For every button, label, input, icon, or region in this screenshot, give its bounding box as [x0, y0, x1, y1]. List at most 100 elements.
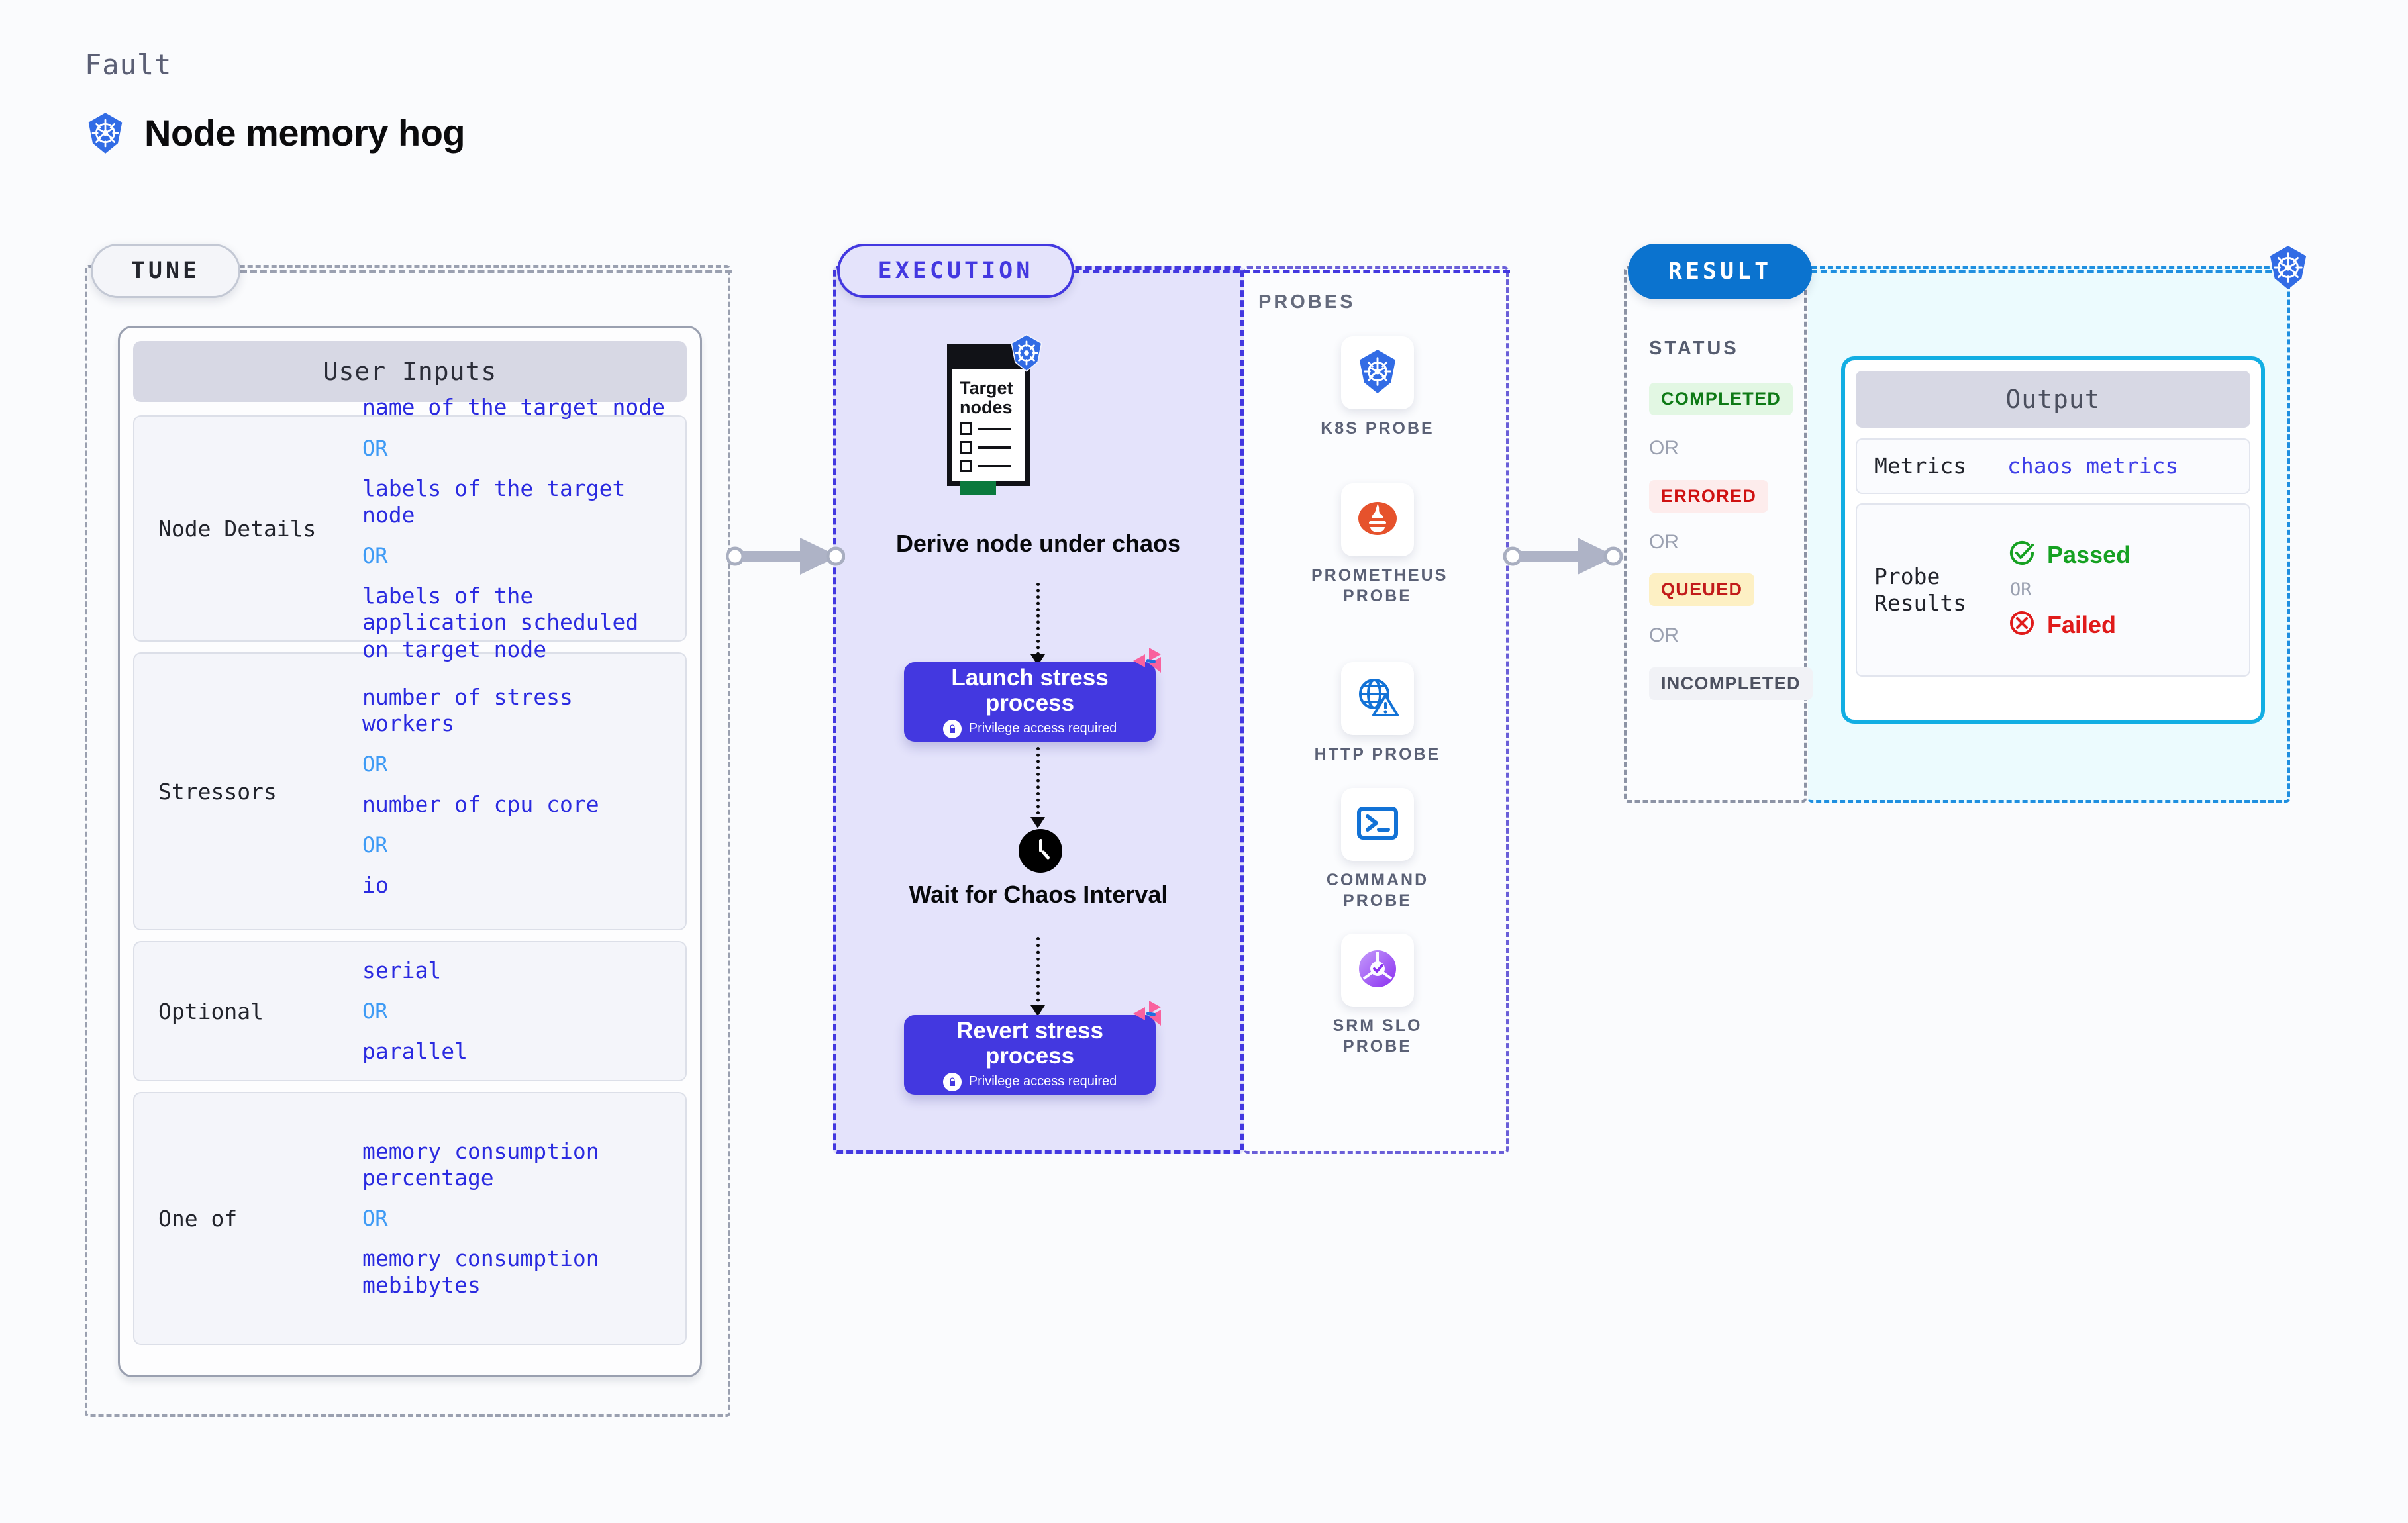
- checkbox-icon: [960, 422, 972, 436]
- kubernetes-icon: [86, 112, 125, 154]
- checkbox-row: [960, 441, 1017, 454]
- tune-row-stressors: Stressors number of stress workers OR nu…: [133, 652, 687, 930]
- status-badge-completed: COMPLETED: [1649, 383, 1793, 415]
- result-pill-label: RESULT: [1668, 258, 1772, 285]
- result-pill[interactable]: RESULT: [1628, 244, 1812, 299]
- status-badge-queued: QUEUED: [1649, 573, 1755, 606]
- checkbox-row: [960, 460, 1017, 473]
- flow-connector: [1036, 747, 1040, 821]
- check-circle-icon: [2007, 538, 2036, 571]
- probe-k8s[interactable]: K8S PROBE: [1311, 336, 1444, 439]
- probe-prometheus[interactable]: PROMETHEUS PROBE: [1311, 483, 1448, 607]
- or-separator: OR: [1649, 531, 1679, 553]
- arrow-head-icon: [1030, 817, 1045, 828]
- step-title: Launch stress process: [951, 665, 1109, 716]
- probe-result-passed: Passed: [2007, 538, 2241, 571]
- execution-lead-line: [1073, 270, 1510, 273]
- kubernetes-icon: [2268, 245, 2309, 293]
- terminal-icon: [1356, 805, 1399, 844]
- value-item: memory consumption mebibytes: [362, 1246, 599, 1299]
- probe-icon-tile: [1341, 662, 1414, 735]
- or-separator: OR: [362, 999, 388, 1024]
- or-separator: OR: [1649, 437, 1679, 459]
- step-caption-derive-node: Derive node under chaos: [895, 530, 1181, 557]
- globe-warning-icon: [1356, 677, 1399, 721]
- lock-icon: [942, 719, 962, 738]
- tune-row-optional: Optional serial OR parallel: [133, 941, 687, 1081]
- status-title: STATUS: [1649, 338, 1739, 359]
- checkbox-row: [960, 422, 1017, 436]
- step-launch-stress-process[interactable]: Launch stress process Privilege access r…: [904, 648, 1161, 742]
- value-item: labels of the application scheduled on t…: [362, 583, 639, 662]
- status-label: QUEUED: [1661, 579, 1743, 599]
- probe-result-failed: Failed: [2007, 609, 2241, 641]
- or-separator: OR: [362, 832, 388, 858]
- probe-result-values: Passed OR Failed: [2007, 538, 2241, 641]
- or-separator: OR: [362, 1206, 388, 1231]
- tune-section: [85, 265, 730, 1417]
- probe-label: COMMAND PROBE: [1326, 871, 1429, 910]
- output-row-value: chaos metrics: [2007, 453, 2179, 479]
- privilege-note: Privilege access required: [942, 719, 1117, 738]
- status-section: [1624, 266, 1807, 803]
- line-placeholder: [978, 446, 1011, 449]
- execution-to-result-arrow: [1503, 530, 1623, 586]
- value-item: number of stress workers: [362, 683, 573, 736]
- arrow-head-icon: [1030, 1005, 1045, 1016]
- target-nodes-card: Target nodes: [947, 334, 1042, 495]
- row-label: Optional: [158, 998, 264, 1024]
- user-inputs-card: User Inputs Node Details name of the tar…: [118, 326, 702, 1377]
- row-label: Stressors: [158, 778, 277, 805]
- probe-label: SRM SLO PROBE: [1332, 1016, 1423, 1056]
- probe-fail-label: Failed: [2047, 611, 2117, 638]
- fault-label: Fault: [85, 48, 172, 81]
- probe-srm-slo[interactable]: SRM SLO PROBE: [1311, 934, 1444, 1057]
- or-separator: OR: [1649, 624, 1679, 646]
- probe-label: HTTP PROBE: [1314, 745, 1441, 763]
- value-item: labels of the target node: [362, 475, 626, 528]
- privilege-text: Privilege access required: [968, 721, 1117, 736]
- tune-pill[interactable]: TUNE: [91, 244, 240, 298]
- probes-title: PROBES: [1258, 291, 1356, 313]
- checkbox-icon: [960, 460, 972, 473]
- fault-title-row: Node memory hog: [86, 111, 466, 154]
- target-card-body: Target nodes: [952, 369, 1025, 500]
- row-values: number of stress workers OR number of cp…: [362, 675, 676, 908]
- status-label: ERRORED: [1661, 486, 1757, 506]
- chaos-icon: [1130, 999, 1168, 1037]
- row-values: memory consumption percentage OR memory …: [362, 1130, 676, 1308]
- value-item: number of cpu core: [362, 791, 599, 817]
- privilege-text: Privilege access required: [968, 1074, 1117, 1089]
- or-separator: OR: [2010, 579, 2032, 601]
- x-circle-icon: [2007, 609, 2036, 641]
- probe-icon-tile: [1341, 483, 1414, 556]
- or-separator: OR: [362, 435, 388, 461]
- tune-row-one-of: One of memory consumption percentage OR …: [133, 1092, 687, 1345]
- probe-icon-tile: [1341, 336, 1414, 409]
- step-revert-stress-process[interactable]: Revert stress process Privilege access r…: [904, 1001, 1161, 1095]
- or-separator: OR: [362, 543, 388, 568]
- chaos-icon: [1130, 646, 1168, 684]
- result-lead-line: [1811, 270, 2291, 273]
- output-row-metrics: Metrics chaos metrics: [1856, 438, 2250, 494]
- kubernetes-icon: [1357, 349, 1398, 397]
- probe-icon-tile: [1341, 788, 1414, 861]
- probe-pass-label: Passed: [2047, 540, 2131, 568]
- probe-command[interactable]: COMMAND PROBE: [1311, 788, 1444, 912]
- prometheus-icon: [1356, 497, 1399, 544]
- probe-label: PROMETHEUS PROBE: [1311, 566, 1448, 606]
- checkbox-icon: [960, 441, 972, 454]
- clock-icon: [1019, 829, 1062, 873]
- value-item: parallel: [362, 1038, 468, 1064]
- probe-http[interactable]: HTTP PROBE: [1311, 662, 1444, 765]
- probe-label: K8S PROBE: [1321, 419, 1434, 438]
- output-title: Output: [1856, 371, 2250, 428]
- tune-to-execution-arrow: [725, 530, 846, 586]
- execution-pill[interactable]: EXECUTION: [837, 244, 1074, 298]
- output-card: Output Metrics chaos metrics Probe Resul…: [1841, 356, 2265, 724]
- flow-connector: [1036, 583, 1040, 656]
- execution-pill-label: EXECUTION: [878, 258, 1034, 284]
- row-label: Node Details: [158, 515, 317, 542]
- kubernetes-icon: [1009, 334, 1044, 375]
- tune-row-node-details: Node Details name of the target node OR …: [133, 394, 687, 662]
